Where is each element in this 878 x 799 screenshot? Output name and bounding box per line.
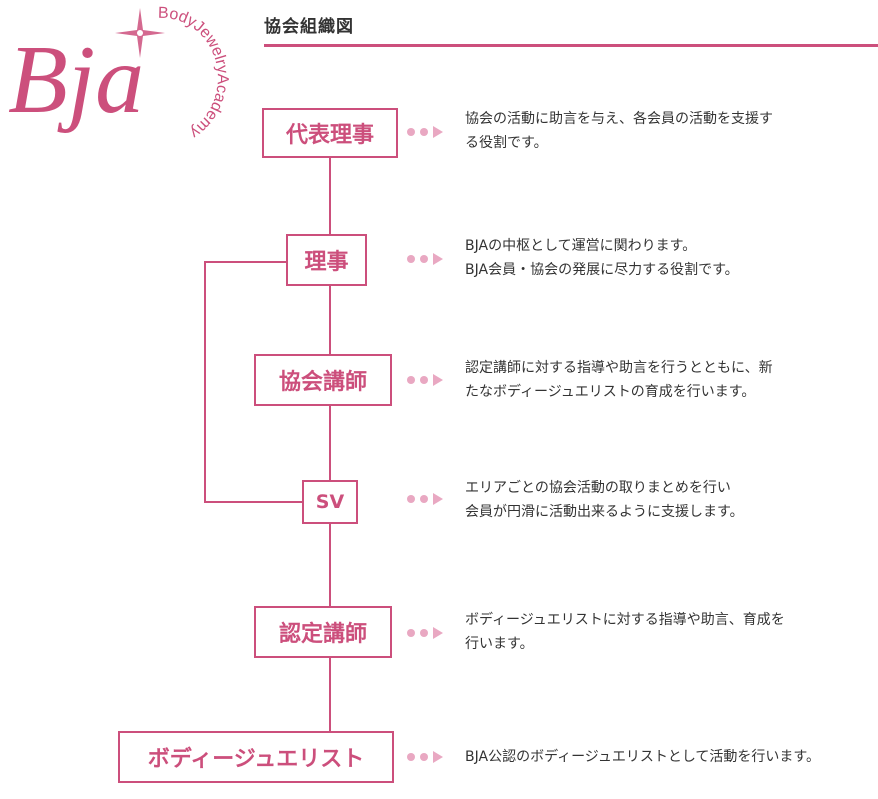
node-label: 協会講師 (278, 370, 367, 395)
description-line: 会員が円滑に活動出来るように支援します。 (465, 504, 744, 520)
description-line: ボディージュエリストに対する指導や助言、育成を (465, 612, 785, 628)
role-description-certified-instructor: ボディージュエリストに対する指導や助言、育成を 行います。 (465, 608, 785, 656)
description-line: たなボディージュエリストの育成を行います。 (465, 384, 756, 400)
node-label: 理事 (304, 250, 349, 275)
node-association-instructor: 協会講師 (254, 354, 392, 406)
description-line: る役割です。 (465, 135, 548, 151)
node-supervisor: SV (302, 480, 358, 524)
node-label: SV (315, 491, 345, 513)
arrow-dots-icon (407, 374, 443, 386)
arrow-dots-icon (407, 751, 443, 763)
role-description-director: BJAの中枢として運営に関わります。 BJA会員・協会の発展に尽力する役割です。 (465, 234, 739, 282)
node-representative-director: 代表理事 (262, 108, 398, 158)
arrow-dots-icon (407, 493, 443, 505)
sparkle-icon (115, 8, 165, 58)
arrow-dots-icon (407, 253, 443, 265)
arrow-dots-icon (407, 627, 443, 639)
svg-text:Bja: Bja (8, 26, 144, 134)
description-line: 認定講師に対する指導や助言を行うとともに、新 (465, 360, 773, 376)
role-description-association-instructor: 認定講師に対する指導や助言を行うとともに、新 たなボディージュエリストの育成を行… (465, 356, 773, 404)
description-line: BJAの中枢として運営に関わります。 (465, 238, 697, 254)
role-description-representative-director: 協会の活動に助言を与え、各会員の活動を支援す る役割です。 (465, 107, 773, 155)
role-description-supervisor: エリアごとの協会活動の取りまとめを行い 会員が円滑に活動出来るように支援します。 (465, 476, 744, 524)
description-line: 行います。 (465, 636, 534, 652)
description-line: BJA会員・協会の発展に尽力する役割です。 (465, 262, 739, 278)
node-label: 認定講師 (278, 622, 367, 647)
role-description-body-jewelist: BJA公認のボディージュエリストとして活動を行います。 (465, 745, 820, 769)
title-divider (264, 44, 878, 47)
node-body-jewelist: ボディージュエリスト (118, 731, 394, 783)
arrow-dots-icon (407, 126, 443, 138)
bja-logo: Bja BodyJewelryAcademy (8, 5, 231, 142)
branch-line-director-sv (204, 261, 302, 503)
node-label: ボディージュエリスト (147, 747, 365, 772)
node-label: 代表理事 (285, 123, 374, 148)
description-line: 協会の活動に助言を与え、各会員の活動を支援す (465, 111, 773, 127)
node-certified-instructor: 認定講師 (254, 606, 392, 658)
node-director: 理事 (286, 234, 367, 286)
description-line: BJA公認のボディージュエリストとして活動を行います。 (465, 749, 821, 765)
page-title: 協会組織図 (264, 17, 354, 37)
description-line: エリアごとの協会活動の取りまとめを行い (465, 480, 731, 496)
